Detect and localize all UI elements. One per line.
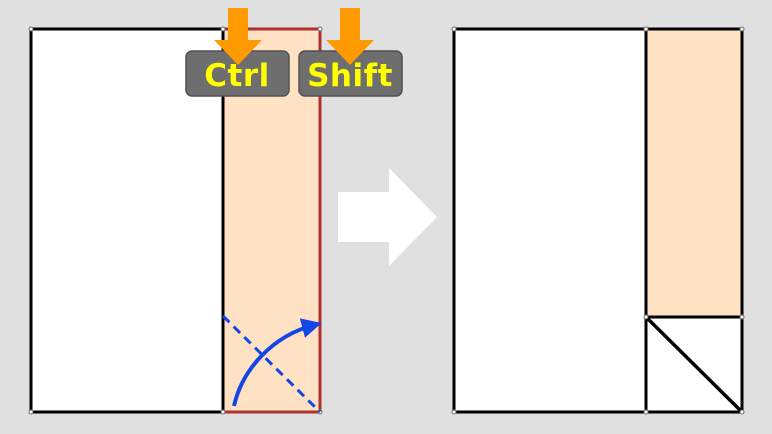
down-arrow-icon [214, 8, 262, 65]
folded-strip [644, 27, 744, 319]
curved-arrow-icon [232, 318, 322, 407]
folded-corner-diagonal [644, 315, 744, 414]
dashed-fold-line [221, 314, 322, 414]
after-panel [451, 26, 745, 415]
down-arrow-icon [326, 8, 374, 65]
after-corner-markers [451, 26, 745, 415]
right-arrow-icon [338, 168, 437, 266]
ctrl-key: Ctrl [185, 50, 290, 97]
ctrl-key-label: Ctrl [204, 58, 269, 94]
shift-key: Shift [298, 50, 403, 97]
before-corner-markers [28, 26, 323, 415]
